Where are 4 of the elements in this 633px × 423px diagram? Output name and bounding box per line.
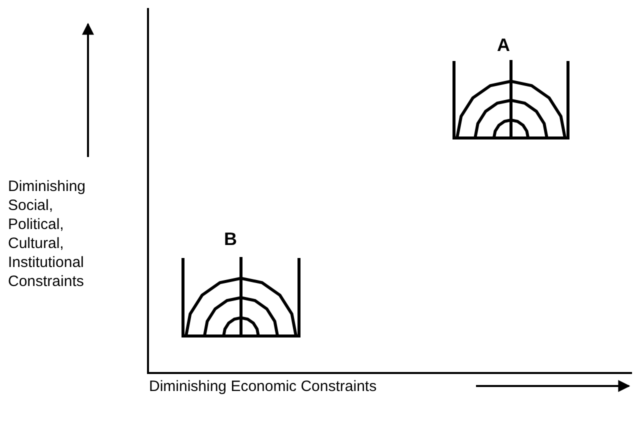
axis-label: Diminishing Economic Constraints — [149, 377, 377, 396]
point-label: A — [497, 36, 510, 55]
axis-label: Diminishing Social, Political, Cultural, Institutional Constraints — [8, 177, 87, 291]
point-label: B — [224, 230, 237, 249]
